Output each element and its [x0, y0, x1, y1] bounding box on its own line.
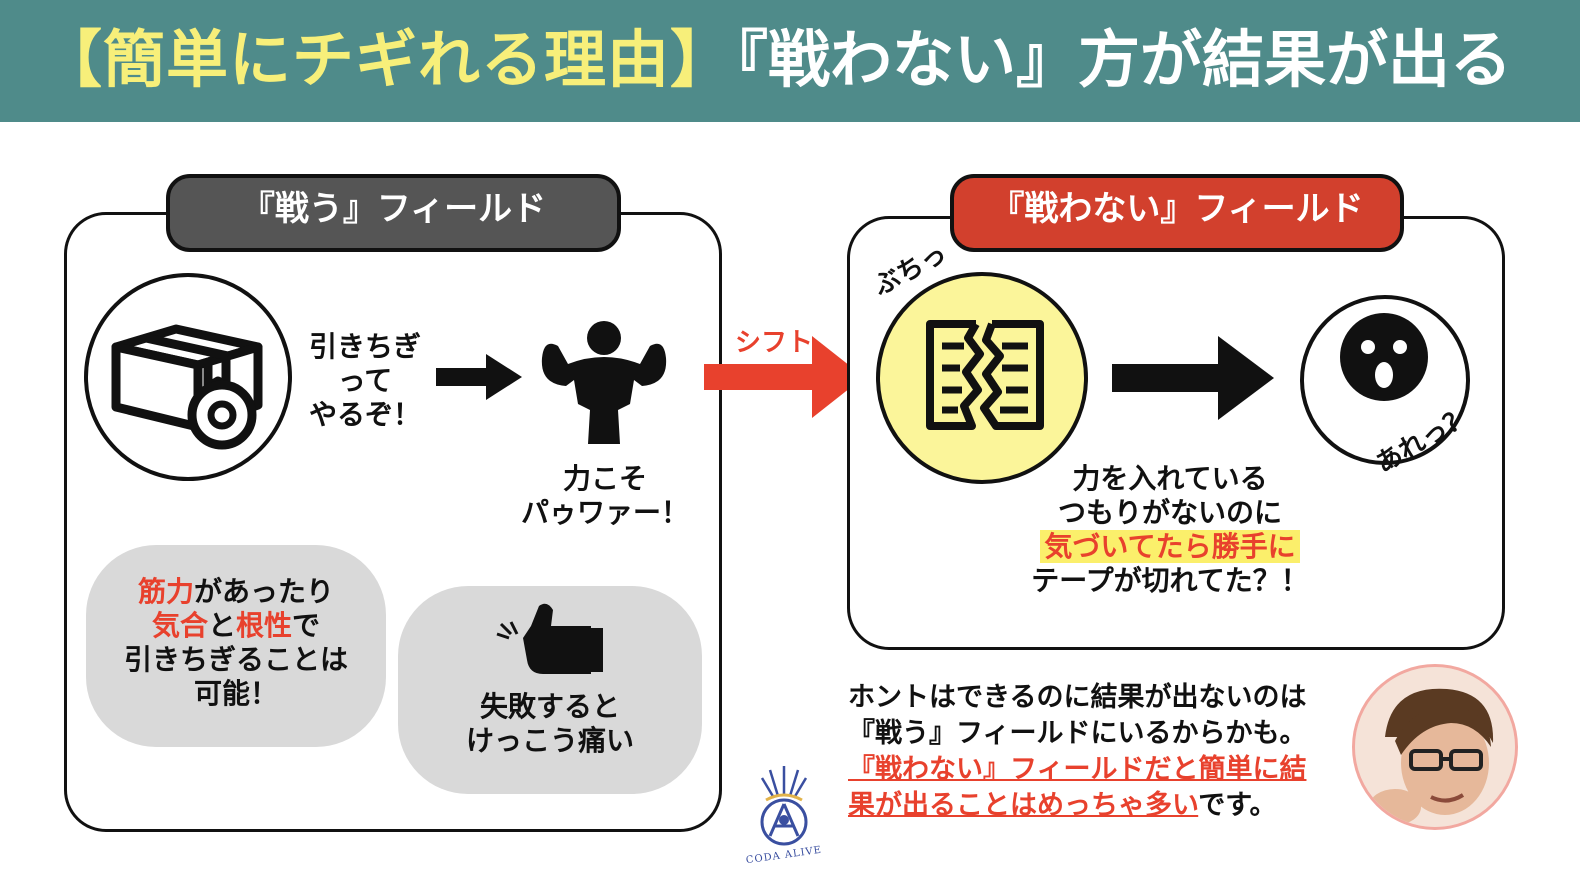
fail-line: 失敗すると [479, 690, 620, 723]
desc-line: つもりがないのに [1057, 496, 1282, 529]
bottom-note: ホントはできるのに結果が出ないのは 『戦う』フィールドにいるからかも。 『戦わな… [848, 680, 1306, 824]
big-arrow-right-icon [1112, 336, 1274, 420]
power-text-line: パゥワァー！ [520, 496, 689, 529]
note-line: ホントはできるのに結果が出ないのは [848, 682, 1307, 713]
strength-bubble: 筋力があったり 気合と根性で 引きちぎることは 可能！ [86, 545, 386, 747]
tear-text-line: やるぞ！ [308, 398, 421, 431]
presenter-avatar [1352, 664, 1518, 830]
desc-line: 力を入れている [1072, 462, 1268, 495]
no-fight-description: 力を入れている つもりがないのに 気づいてたら勝手に テープが切れてた？！ [1020, 462, 1320, 598]
strength-line-2: 気合と根性で [151, 609, 321, 642]
arrow-right-icon [436, 354, 522, 400]
fail-bubble: 失敗すると けっこう痛い [398, 586, 702, 794]
desc-highlight-line: 気づいてたら勝手に [1020, 530, 1320, 564]
fail-line: けっこう痛い [465, 724, 634, 757]
title-right: 『戦わない』方が結果が出る [706, 23, 1513, 96]
header-bar [0, 0, 1580, 122]
note-line: 『戦わない』フィールドだと簡単に結 [848, 754, 1307, 785]
strength-line-4: 可能！ [193, 677, 278, 710]
thumb-pain-icon [496, 603, 603, 674]
tear-text-line: って [337, 364, 393, 397]
strength-line-1: 筋力があったり [137, 575, 335, 608]
surprised-face-icon [1340, 313, 1428, 401]
muscle-man-icon [541, 321, 667, 444]
title-left: 【簡単にチギれる理由】 [40, 23, 734, 96]
fight-field-tab: 『戦う』フィールド [166, 174, 621, 252]
strength-line-3: 引きちぎることは [123, 643, 348, 676]
power-text-line: 力こそ [562, 462, 647, 495]
torn-paper-circle [876, 272, 1088, 484]
note-line: 果が出ることはめっちゃ多いです。 [848, 790, 1277, 821]
surprised-face-circle [1300, 295, 1470, 465]
logo-emblem-icon [760, 766, 808, 846]
coda-alive-logo: CODA ALIVE [742, 760, 826, 870]
tear-text-line: 引きちぎ [308, 330, 421, 363]
note-line: 『戦う』フィールドにいるからかも。 [848, 718, 1307, 749]
torn-paper-icon [926, 320, 1044, 430]
desc-line: テープが切れてた？！ [1031, 564, 1309, 597]
no-fight-field-tab: 『戦わない』フィールド [950, 174, 1404, 252]
box-with-tape-icon [111, 324, 263, 450]
shift-arrow-icon [704, 336, 864, 418]
box-circle [84, 273, 292, 481]
power-text: 力こそ パゥワァー！ [520, 462, 690, 530]
tear-text: 引きちぎ って やるぞ！ [296, 330, 434, 432]
person-icon [1355, 667, 1515, 827]
shift-label: シフト [735, 328, 814, 358]
